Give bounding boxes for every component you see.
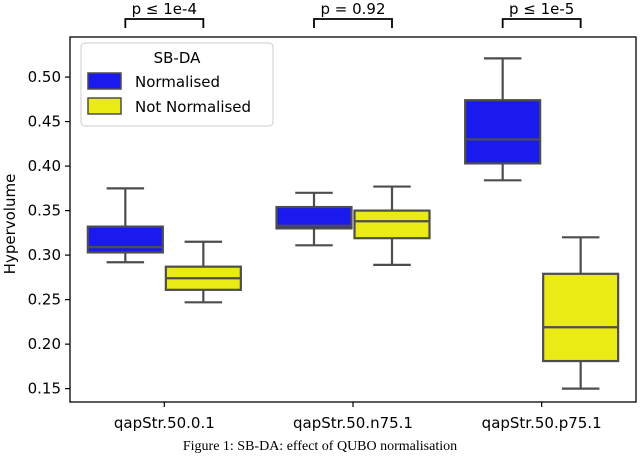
significance-label: p ≤ 1e-5 <box>509 0 574 18</box>
iqr-box <box>542 272 620 363</box>
y-tick-label: 0.25 <box>28 291 61 309</box>
iqr-box <box>353 209 431 240</box>
significance-label: p = 0.92 <box>320 0 385 18</box>
significance-bracket <box>501 18 582 28</box>
plot-frame <box>69 36 637 403</box>
x-tick-label: qapStr.50.n75.1 <box>293 414 413 432</box>
y-tick-label: 0.20 <box>28 335 61 353</box>
iqr-box <box>464 99 542 165</box>
box-not-normalised-3 <box>542 236 620 390</box>
y-tick-label: 0.50 <box>28 68 61 86</box>
box-normalised-1 <box>86 187 164 264</box>
significance-label: p ≤ 1e-4 <box>132 0 197 18</box>
y-tick-label: 0.30 <box>28 246 61 264</box>
y-tick-label: 0.35 <box>28 202 61 220</box>
box-series <box>86 57 620 390</box>
y-tick-label: 0.45 <box>28 113 61 131</box>
significance-annotations: p ≤ 1e-4 p = 0.92 p ≤ 1e-5 <box>124 0 582 28</box>
legend-swatch-normalised <box>87 72 122 90</box>
y-axis: 0.15 0.20 0.25 0.30 0.35 0.40 0.45 0.50 <box>28 68 70 398</box>
box-not-normalised-2 <box>353 185 431 267</box>
y-tick-label: 0.40 <box>28 157 61 175</box>
boxplot-chart: Hypervolume 0.15 0.20 0.25 0.30 0.35 0.40 0.45… <box>1 0 637 432</box>
legend: SB-DA Normalised Not Normalised <box>80 42 274 127</box>
y-tick-label: 0.15 <box>28 380 61 398</box>
legend-title: SB-DA <box>154 49 202 67</box>
significance-bracket <box>313 18 393 28</box>
y-axis-label: Hypervolume <box>1 174 19 275</box>
box-not-normalised-1 <box>164 240 242 304</box>
legend-label-not-normalised: Not Normalised <box>135 98 251 116</box>
legend-swatch-not-normalised <box>87 97 122 115</box>
x-tick-label: qapStr.50.0.1 <box>114 414 215 432</box>
iqr-box <box>86 225 164 254</box>
legend-label-normalised: Normalised <box>135 73 220 91</box>
legend-frame <box>80 42 274 127</box>
iqr-box <box>275 205 353 230</box>
significance-bracket <box>124 18 205 28</box>
figure-caption: Figure 1: SB-DA: effect of QUBO normalis… <box>182 439 458 454</box>
box-normalised-3 <box>464 57 542 182</box>
box-normalised-2 <box>275 191 353 247</box>
x-axis: qapStr.50.0.1 qapStr.50.n75.1 qapStr.50.p7… <box>114 402 602 432</box>
x-tick-label: qapStr.50.p75.1 <box>482 414 602 432</box>
